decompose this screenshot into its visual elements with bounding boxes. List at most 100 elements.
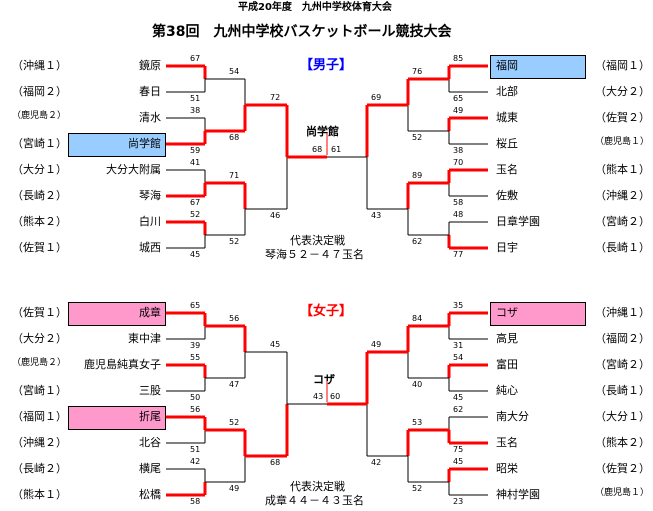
boys-right-pref-5: （沖縄２） xyxy=(595,189,650,202)
girls-right-pref-1: （福岡２） xyxy=(595,332,650,345)
girls-r2-score-1: 40 xyxy=(412,380,423,389)
boys-left-team-5: 琴海 xyxy=(139,189,161,202)
boys-r2-score-1: 52 xyxy=(412,133,423,142)
girls-rep-result: 成章４４－４３玉名 xyxy=(265,494,364,507)
boys-right-pref-0: （福岡１） xyxy=(595,59,650,72)
girls-left-team-5: 北谷 xyxy=(139,436,161,449)
girls-r1-score-2: 54 xyxy=(453,353,464,362)
girls-l2-score-2: 52 xyxy=(229,418,240,427)
girls-right-team-6: 昭栄 xyxy=(496,462,518,475)
girls-r1-score-6: 45 xyxy=(453,457,464,466)
boys-right-team-3: 桜丘 xyxy=(496,137,518,150)
boys-r1-score-0: 85 xyxy=(453,54,464,63)
girls-rep-title: 代表決定戦 xyxy=(290,480,345,493)
boys-left-pref-0: （沖縄１） xyxy=(12,59,67,72)
boys-right-pref-6: （宮崎２） xyxy=(595,215,650,228)
girls-final-score-left: 43 xyxy=(313,392,324,401)
boys-right-pref-4: （熊本１） xyxy=(595,163,650,176)
boys-right-pref-3: （鹿児島１） xyxy=(595,137,650,147)
girls-left-pref-2: （鹿児島２） xyxy=(12,358,67,368)
boys-right-team-4: 玉名 xyxy=(496,163,518,176)
header-line1: 平成20年度 九州中学校体育大会 xyxy=(238,2,392,13)
girls-left-pref-3: （宮崎１） xyxy=(12,384,67,397)
girls-r2-score-3: 52 xyxy=(412,484,423,493)
boys-l2-score-1: 68 xyxy=(229,133,240,142)
boys-r1-score-6: 48 xyxy=(453,210,464,219)
boys-right-team-2: 城東 xyxy=(496,111,518,124)
girls-right-highlight xyxy=(490,302,586,326)
boys-r3-score-1: 43 xyxy=(371,211,382,220)
girls-right-pref-0: （沖縄１） xyxy=(595,306,650,319)
boys-final-score-right: 61 xyxy=(331,145,342,154)
girls-left-team-0: 成章 xyxy=(139,306,161,319)
girls-left-pref-5: （沖縄２） xyxy=(12,436,67,449)
boys-champion: 尚学館 xyxy=(306,125,339,138)
boys-right-team-5: 佐敷 xyxy=(496,189,518,202)
boys-l3-score-1: 46 xyxy=(270,211,281,220)
girls-left-team-1: 東中津 xyxy=(128,332,161,345)
girls-left-team-2: 鹿児島純真女子 xyxy=(84,358,161,371)
boys-left-pref-7: （佐賀１） xyxy=(12,241,67,254)
boys-r1-score-2: 49 xyxy=(453,106,464,115)
girls-right-team-5: 玉名 xyxy=(496,436,518,449)
boys-right-team-0: 福岡 xyxy=(496,59,518,72)
girls-right-pref-4: （大分１） xyxy=(595,410,650,423)
boys-right-pref-1: （大分２） xyxy=(595,85,650,98)
boys-r1-score-3: 38 xyxy=(453,146,464,155)
boys-left-team-2: 清水 xyxy=(139,111,161,124)
boys-left-pref-6: （熊本２） xyxy=(12,215,67,228)
boys-l1-score-4: 41 xyxy=(190,158,201,167)
boys-rep-title: 代表決定戦 xyxy=(290,234,345,247)
girls-left-team-6: 横尾 xyxy=(139,462,161,475)
girls-left-pref-4: （福岡１） xyxy=(12,410,67,423)
boys-l2-score-2: 71 xyxy=(229,171,240,180)
girls-l1-score-2: 55 xyxy=(190,353,201,362)
girls-l1-score-5: 51 xyxy=(190,445,201,454)
girls-left-pref-0: （佐賀１） xyxy=(12,306,67,319)
girls-right-team-0: コザ xyxy=(496,306,518,319)
girls-left-team-7: 松橋 xyxy=(139,488,161,501)
boys-left-team-3: 尚学館 xyxy=(128,137,161,150)
boys-r3-score-0: 69 xyxy=(371,93,382,102)
girls-l1-score-7: 58 xyxy=(190,497,201,506)
boys-left-pref-4: （大分１） xyxy=(12,163,67,176)
girls-r1-score-5: 75 xyxy=(453,445,464,454)
girls-right-pref-5: （熊本２） xyxy=(595,436,650,449)
girls-l2-score-1: 47 xyxy=(229,380,240,389)
girls-left-team-4: 折尾 xyxy=(139,410,161,423)
girls-left-pref-1: （大分２） xyxy=(12,332,67,345)
girls-l3-score-1: 68 xyxy=(270,458,281,467)
girls-r2-score-0: 84 xyxy=(412,314,423,323)
girls-champion: コザ xyxy=(313,373,335,386)
boys-right-team-6: 日章学園 xyxy=(496,215,540,228)
girls-l1-score-6: 42 xyxy=(190,457,201,466)
boys-l1-score-0: 67 xyxy=(190,54,201,63)
boys-l2-score-3: 52 xyxy=(229,237,240,246)
girls-right-pref-7: （鹿児島１） xyxy=(595,488,650,498)
boys-right-team-7: 日宇 xyxy=(496,241,518,254)
girls-l2-score-3: 49 xyxy=(229,484,240,493)
page-title: 第38回 九州中学校バスケットボール競技大会 xyxy=(152,24,452,40)
boys-section-label: 【男子】 xyxy=(300,58,353,73)
girls-left-pref-6: （長崎２） xyxy=(12,462,67,475)
boys-r1-score-5: 58 xyxy=(453,198,464,207)
girls-left-pref-7: （熊本１） xyxy=(12,488,67,501)
girls-l1-score-1: 39 xyxy=(190,341,201,350)
boys-l3-score-0: 72 xyxy=(270,93,281,102)
boys-l2-score-0: 54 xyxy=(229,67,240,76)
girls-r1-score-4: 62 xyxy=(453,405,464,414)
girls-right-pref-6: （佐賀２） xyxy=(595,462,650,475)
girls-final-score-right: 60 xyxy=(330,392,341,401)
girls-r3-score-0: 49 xyxy=(371,340,382,349)
girls-l3-score-0: 45 xyxy=(270,340,281,349)
boys-right-team-1: 北部 xyxy=(496,85,518,98)
boys-right-pref-7: （長崎１） xyxy=(595,241,650,254)
boys-right-pref-2: （佐賀２） xyxy=(595,111,650,124)
girls-right-team-1: 高見 xyxy=(496,332,518,345)
girls-r1-score-7: 23 xyxy=(453,497,464,506)
girls-right-team-2: 富田 xyxy=(496,358,518,371)
girls-r3-score-1: 42 xyxy=(371,458,382,467)
boys-l1-score-5: 67 xyxy=(190,198,201,207)
girls-right-pref-3: （長崎１） xyxy=(595,384,650,397)
boys-r2-score-3: 62 xyxy=(412,237,423,246)
